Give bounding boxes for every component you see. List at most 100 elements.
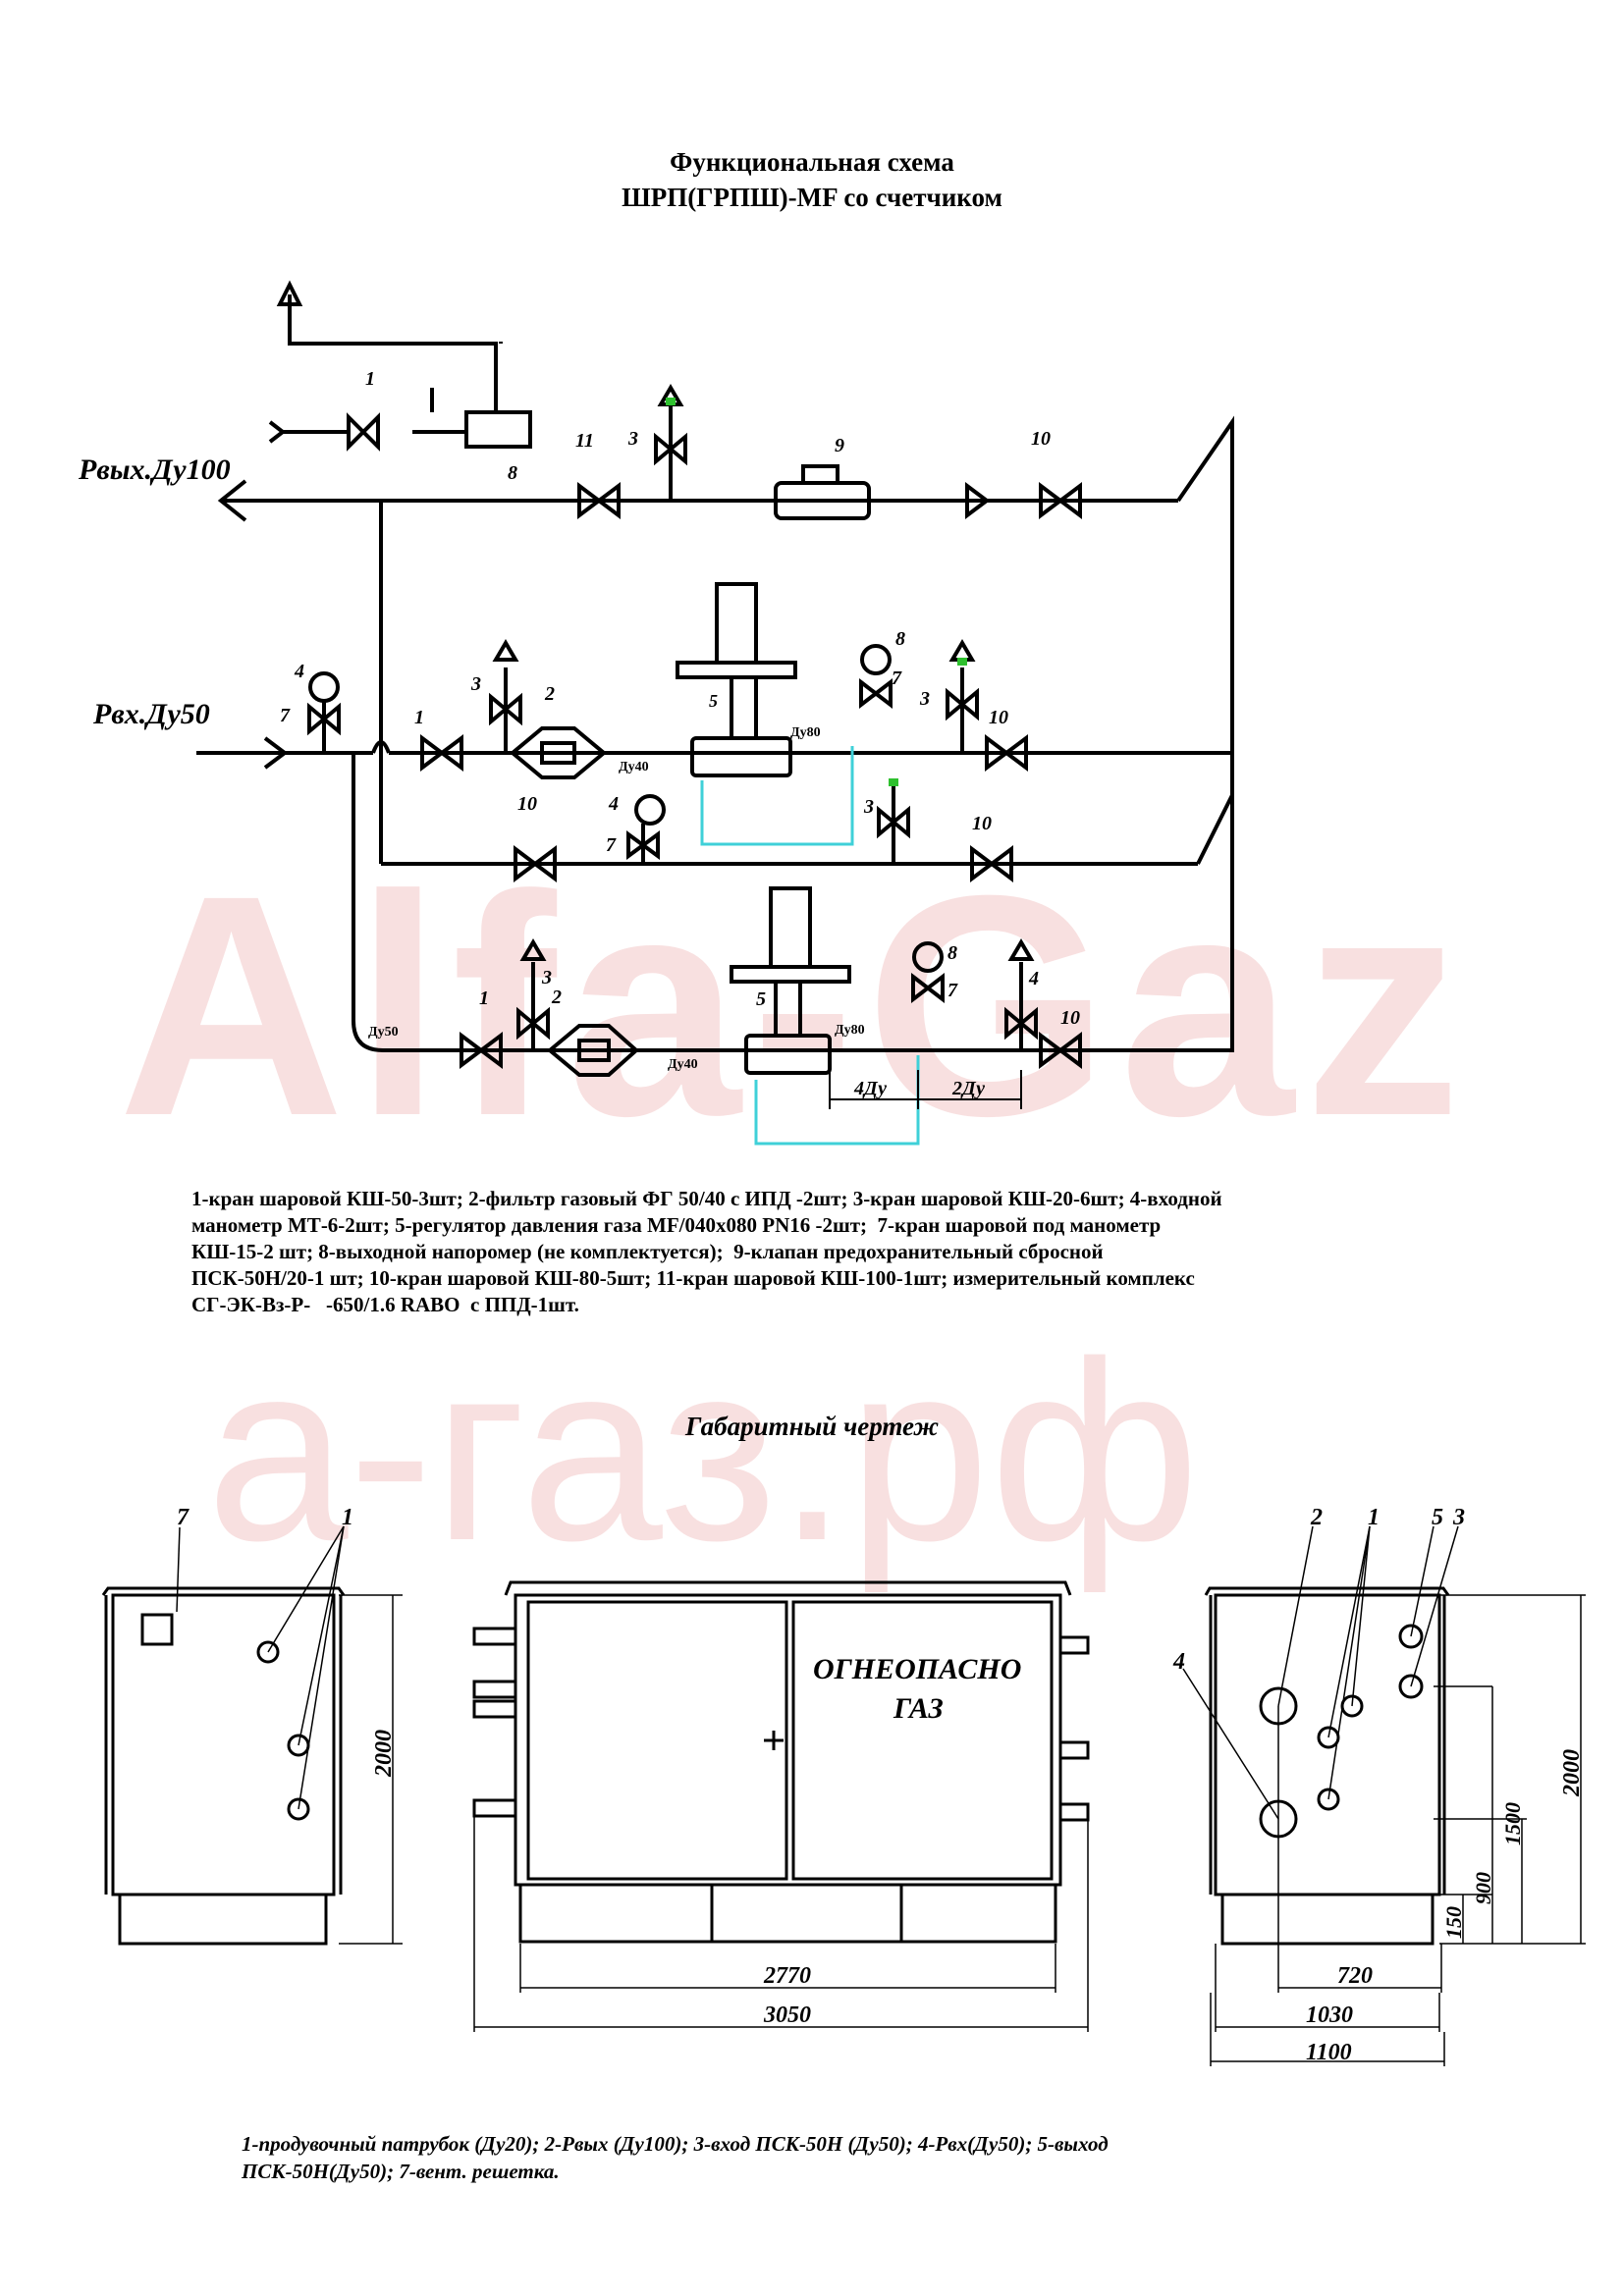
- callout-psk-in: 3: [1452, 1505, 1465, 1530]
- item-number: 2: [544, 683, 555, 705]
- legend: 1-кран шаровой КШ-50-3шт; 2-фильтр газов…: [191, 1186, 1468, 1318]
- cabinet-front: [514, 1593, 1062, 1887]
- inlet-pipe-icon: [1259, 1799, 1298, 1839]
- callout-inlet: 4: [1172, 1649, 1185, 1675]
- ball-valve-icon: [1039, 1032, 1082, 1069]
- item-number: 7: [606, 834, 617, 856]
- ball-valve-icon: [970, 845, 1013, 882]
- ball-valve-icon: [985, 734, 1028, 772]
- dimensional-title: Габаритный чертеж: [684, 1412, 940, 1441]
- vent-grille-icon: [140, 1613, 174, 1646]
- filter-icon: [509, 726, 608, 779]
- item-number: 7: [280, 705, 291, 726]
- item-number: 4: [294, 661, 304, 682]
- door-warning-1: ОГНЕОПАСНО: [813, 1653, 1021, 1685]
- item-number: 1: [414, 707, 424, 728]
- outlet-pipe-icon: [1259, 1686, 1298, 1726]
- legend-line: манометр МТ-6-2шт; 5-регулятор давления …: [191, 1213, 1162, 1237]
- legend-line: 1-кран шаровой КШ-50-3шт; 2-фильтр газов…: [191, 1187, 1222, 1210]
- item-number: 10: [989, 707, 1008, 728]
- dim-900: 900: [1471, 1872, 1495, 1904]
- ball-valve-icon: [420, 734, 463, 772]
- dim-3050: 3050: [763, 2002, 811, 2028]
- filter-icon: [546, 1024, 640, 1077]
- inlet-label: Рвх.Ду50: [92, 698, 210, 730]
- item-number: 3: [627, 428, 638, 450]
- outlet-label: Рвых.Ду100: [78, 454, 231, 486]
- valves: [307, 384, 1082, 1077]
- dim-1500: 1500: [1500, 1802, 1525, 1845]
- callout-psk-out: 5: [1432, 1505, 1443, 1530]
- item-number: 4: [608, 793, 619, 815]
- callout-blow: 1: [1368, 1505, 1380, 1530]
- blow-pipe-icon: [1317, 1788, 1340, 1811]
- blow-pipe-icon: [1317, 1726, 1340, 1749]
- notes: 1-продувочный патрубок (Ду20); 2-Рвых (Д…: [242, 2130, 1420, 2185]
- item-number: 10: [972, 813, 992, 834]
- item-number: 8: [895, 628, 905, 650]
- check-valve-icon: [965, 482, 991, 519]
- item-number: 5: [756, 988, 766, 1010]
- ball-valve-icon: [514, 845, 557, 882]
- item-number: 4: [1028, 968, 1039, 989]
- dim-2du: 2Ду: [951, 1078, 985, 1099]
- item-number: 7: [947, 980, 958, 1001]
- blow-pipe-icon: [1340, 1694, 1364, 1718]
- dim-2000-left: 2000: [371, 1730, 397, 1778]
- psk-out-icon: [1398, 1624, 1424, 1649]
- callout-vent: 7: [177, 1505, 189, 1530]
- item-number: 10: [517, 793, 537, 815]
- du40-bottom: Ду40: [668, 1057, 698, 1072]
- dim-2770: 2770: [763, 1963, 811, 1989]
- blow-pipe-icon: [287, 1797, 310, 1821]
- gauge-icon: [308, 671, 340, 703]
- du80-bottom: Ду80: [835, 1023, 865, 1038]
- watermark-site: а-газ.рф: [206, 1309, 1200, 1594]
- item-number: 5: [709, 691, 718, 711]
- item-number: 2: [551, 987, 562, 1008]
- du40-top: Ду40: [619, 760, 649, 774]
- notes-line: 1-продувочный патрубок (Ду20); 2-Рвых (Д…: [242, 2132, 1109, 2156]
- item-number: 3: [541, 967, 552, 988]
- ball-valve-icon: [1039, 482, 1082, 519]
- item-number: 8: [508, 462, 517, 484]
- item-number: 3: [863, 796, 874, 818]
- notes-line: ПСК-50Н(Ду50); 7-вент. решетка.: [242, 2160, 560, 2183]
- item-number: 9: [835, 435, 844, 456]
- cabinet-side-right: [1214, 1593, 1441, 1896]
- dim-1100: 1100: [1306, 2040, 1352, 2065]
- gauge-icon: [860, 644, 892, 675]
- dim-2000-right: 2000: [1559, 1749, 1585, 1797]
- dim-720: 720: [1337, 1963, 1373, 1989]
- ball-valve-icon: [577, 482, 621, 519]
- dim-1030: 1030: [1306, 2002, 1353, 2028]
- blow-pipe-icon: [256, 1640, 280, 1664]
- item-number: 3: [470, 673, 481, 695]
- dim-150: 150: [1441, 1906, 1466, 1939]
- dim-4du: 4Ду: [853, 1078, 887, 1099]
- cabinet-side-left: [111, 1593, 336, 1896]
- legend-line: СГ-ЭК-Вз-Р- -650/1.6 RABO с ППД-1шт.: [191, 1293, 579, 1316]
- du50: Ду50: [368, 1025, 399, 1040]
- regulator-icon: [690, 736, 792, 777]
- functional-scheme: Рвых.Ду100 Рвх.Ду50 Ду40 Ду80 Ду40 Ду80 …: [78, 280, 1234, 1146]
- gauge-icon: [912, 941, 944, 973]
- item-number: 10: [1060, 1007, 1080, 1029]
- legend-line: КШ-15-2 шт; 8-выходной напоромер (не ком…: [191, 1240, 1104, 1263]
- ball-valve-icon: [460, 1032, 503, 1069]
- psk-in-icon: [1398, 1674, 1424, 1699]
- legend-line: ПСК-50Н/20-1 шт; 10-кран шаровой КШ-80-5…: [191, 1266, 1195, 1290]
- door-warning-2: ГАЗ: [893, 1692, 944, 1725]
- du80-top: Ду80: [790, 725, 821, 740]
- item-number: 8: [947, 942, 957, 964]
- diagram-title-line2: ШРП(ГРПШ)-MF со счетчиком: [622, 183, 1002, 212]
- item-number: 1: [479, 988, 489, 1009]
- regulator-icon: [744, 1034, 832, 1075]
- callout-outlet: 2: [1310, 1505, 1323, 1530]
- item-number: 3: [919, 688, 930, 710]
- item-number: 7: [892, 667, 902, 689]
- ball-valve-icon: [347, 412, 380, 452]
- diagram-title-line1: Функциональная схема: [670, 147, 954, 177]
- blow-pipe-icon: [287, 1734, 310, 1757]
- item-number: 10: [1031, 428, 1051, 450]
